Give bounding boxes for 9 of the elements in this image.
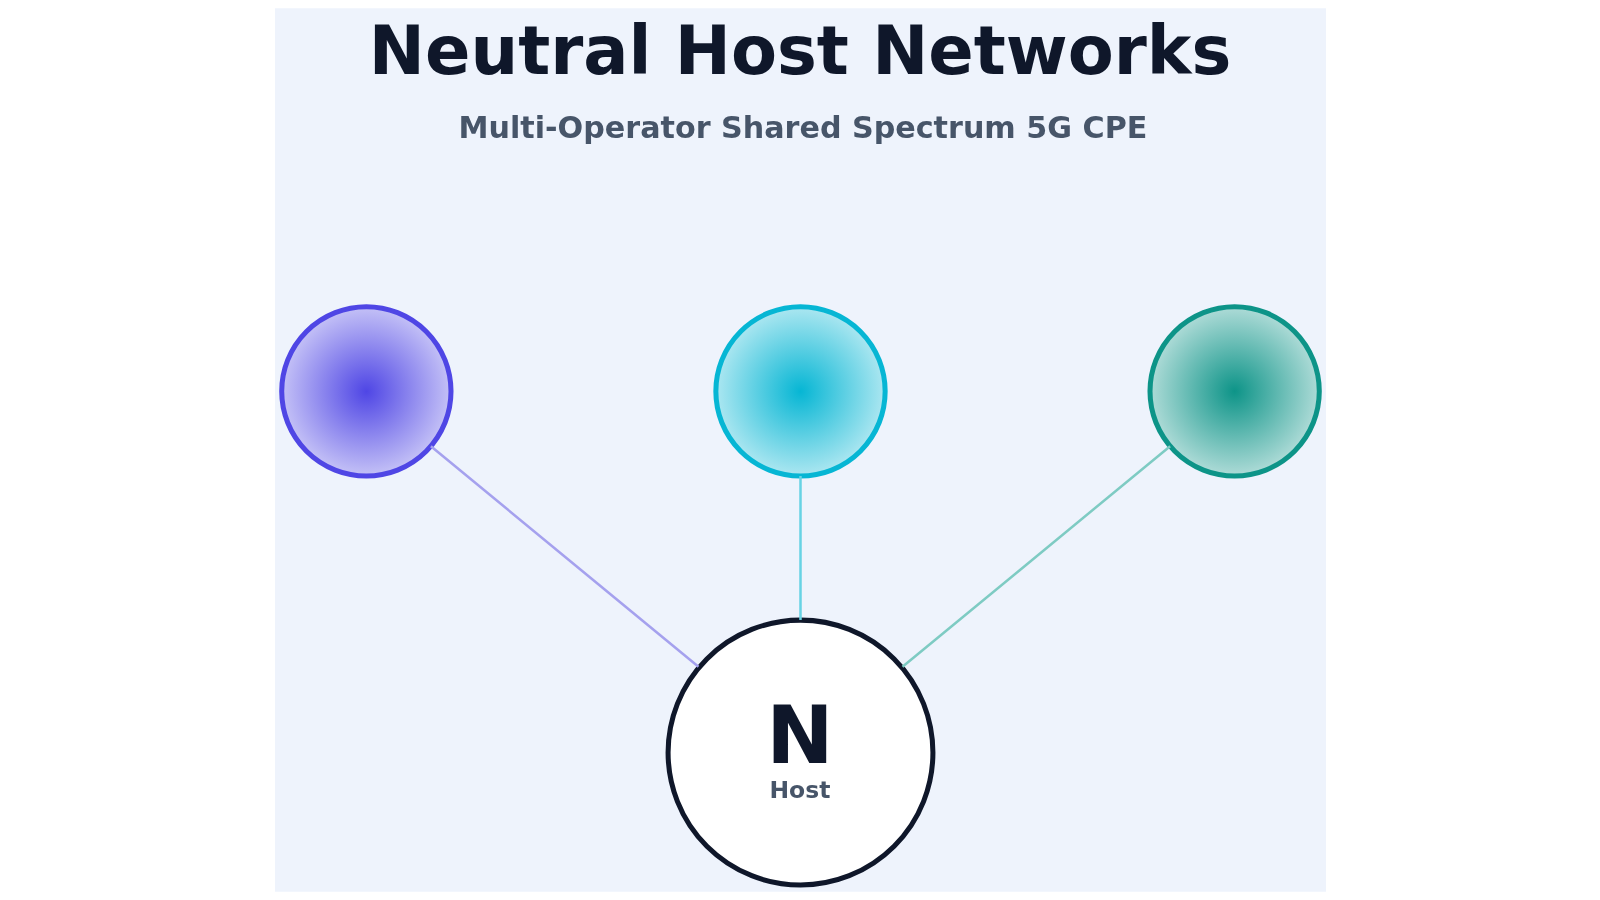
label: Multi-Operator Shared Spectrum 5G CPE — [458, 110, 1147, 146]
node-circle — [278, 304, 453, 479]
diagram-title: Neutral Host Networks — [368, 11, 1231, 90]
connector — [901, 445, 1171, 668]
node-circle — [1147, 304, 1322, 479]
node-circle: N Host — [665, 617, 935, 888]
node-circle — [712, 304, 888, 479]
connector — [429, 445, 699, 668]
connector — [798, 476, 802, 620]
